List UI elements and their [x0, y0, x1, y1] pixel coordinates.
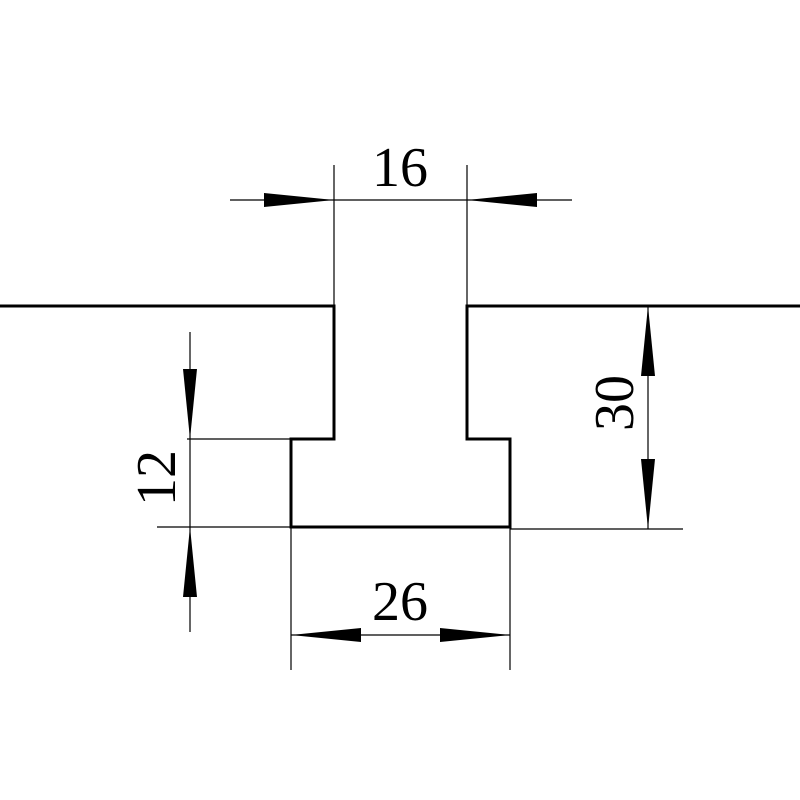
dimension-top-width: 16	[230, 137, 572, 306]
dimension-flange-height: 12	[126, 332, 291, 632]
dimension-bottom-width: 26	[290, 527, 511, 670]
dimension-label-bottom-width: 26	[372, 571, 428, 633]
arrow-head	[291, 628, 361, 642]
arrow-head	[264, 193, 334, 207]
arrow-head	[641, 459, 655, 529]
t-slot-profile	[0, 304, 800, 529]
arrow-head	[467, 193, 537, 207]
arrow-head	[183, 369, 197, 439]
dimension-label-depth: 30	[584, 375, 646, 431]
dimension-label-top-width: 16	[372, 137, 428, 199]
dimension-depth: 30	[510, 306, 683, 530]
arrow-head	[183, 527, 197, 597]
dimension-label-flange-height: 12	[126, 450, 188, 506]
arrow-head	[440, 628, 510, 642]
arrow-head	[641, 306, 655, 376]
